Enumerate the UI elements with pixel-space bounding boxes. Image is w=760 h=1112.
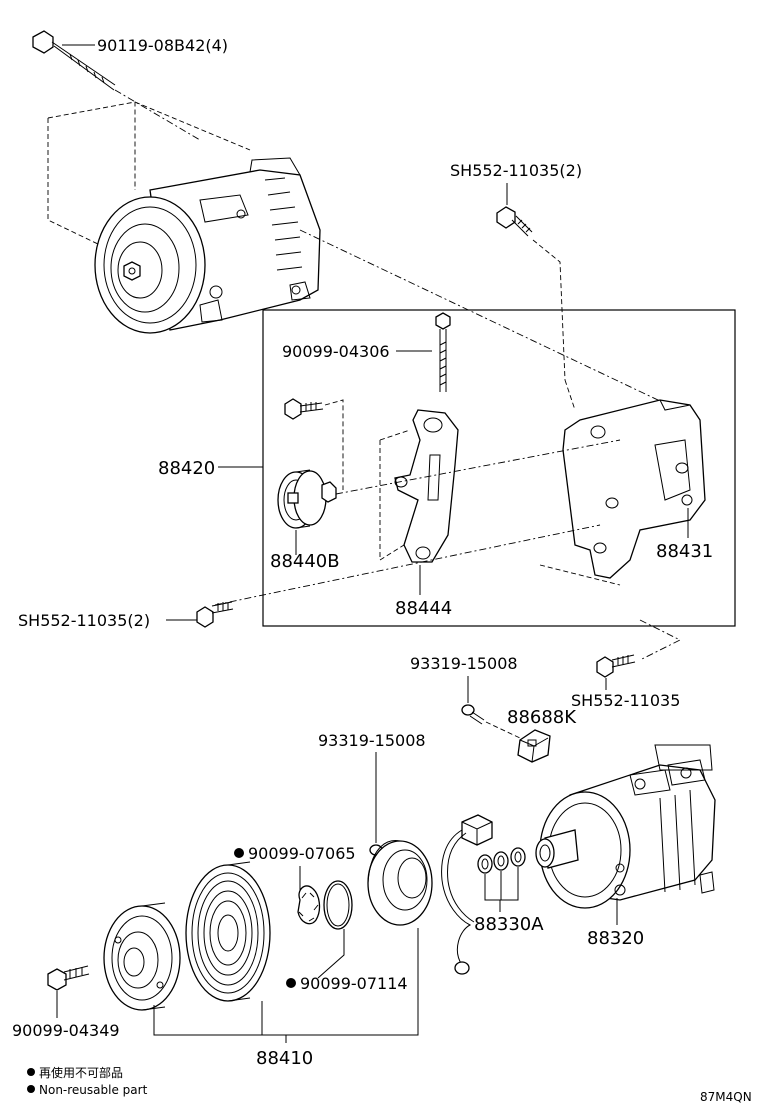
label-compressor: 88320: [587, 928, 644, 949]
legend-marker-en: [27, 1085, 35, 1093]
bracket-plate-illustration: [394, 409, 459, 563]
compressor-bracket-illustration: [562, 399, 706, 579]
label-connector: 88688K: [507, 707, 577, 728]
non-reusable-marker-b: [286, 978, 296, 988]
label-clutch-assy: 88410: [256, 1048, 313, 1069]
bracket-assembly-box: [262, 309, 736, 627]
legend-text-en: Non-reusable part: [39, 1083, 148, 1097]
label-snap-ring-a: 90099-07065: [248, 844, 356, 863]
label-bolt-clutch: 90099-04349: [12, 1021, 120, 1040]
label-idler-pulley: 88440B: [270, 551, 340, 572]
snap-ring-a-illustration: [297, 885, 321, 925]
top-compressor-illustration: [94, 157, 321, 334]
legend: 再使用不可部品 Non-reusable part: [27, 1065, 148, 1097]
non-reusable-marker-a: [234, 848, 244, 858]
label-bolt-top: 90119-08B42(4): [97, 36, 228, 55]
bolt-mid-right-illustration: [596, 654, 636, 678]
label-screw-a: 93319-15008: [410, 654, 518, 673]
shims-illustration: [477, 847, 526, 874]
bolt-left-illustration: [196, 601, 234, 628]
bolt-bracket-illustration: [435, 312, 451, 392]
diagram-code: 87M4QN: [700, 1090, 752, 1104]
field-coil-illustration: [367, 840, 433, 926]
bolt-right-top-illustration: [496, 206, 533, 237]
screw-a-illustration: [461, 704, 485, 725]
label-assy-bracket: 88420: [158, 458, 215, 479]
bottom-compressor-illustration: [535, 744, 716, 909]
label-snap-ring-b: 90099-07114: [300, 974, 408, 993]
label-bolt-bracket: 90099-04306: [282, 342, 390, 361]
label-bolt-left: SH552-11035(2): [18, 611, 150, 630]
top-bolt-illustration: [32, 30, 116, 91]
snap-ring-b-illustration: [323, 880, 353, 930]
label-bolt-right-top: SH552-11035(2): [450, 161, 582, 180]
bolt-clutch-illustration: [47, 965, 90, 991]
label-compressor-bracket: 88431: [656, 541, 713, 562]
label-screw-b: 93319-15008: [318, 731, 426, 750]
label-shims: 88330A: [474, 914, 544, 935]
legend-text-jp: 再使用不可部品: [39, 1065, 123, 1080]
clutch-hub-illustration: [103, 902, 181, 1011]
legend-marker-jp: [27, 1068, 35, 1076]
connector-illustration: [517, 729, 551, 763]
small-bolt-illustration: [284, 398, 324, 420]
idler-pulley-illustration: [277, 469, 337, 529]
label-bolt-mid-right: SH552-11035: [571, 691, 680, 710]
pulley-illustration: [185, 861, 271, 1002]
label-bracket-plate: 88444: [395, 598, 452, 619]
sensor-harness-illustration: [441, 814, 493, 975]
